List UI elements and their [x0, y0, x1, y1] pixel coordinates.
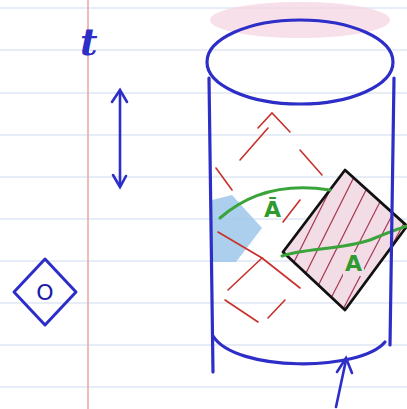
region-label: A: [343, 252, 364, 276]
pointer-arrow: [336, 358, 352, 407]
time-arrow: [112, 90, 127, 187]
cylinder: [207, 20, 394, 372]
diamond-border: [14, 259, 76, 325]
node-label: O: [36, 280, 53, 305]
green-slices: [220, 188, 407, 256]
axis-label: t: [78, 22, 100, 62]
notebook-lines: [0, 8, 407, 387]
region-label: Ā: [262, 198, 283, 222]
diamond-node: O: [12, 257, 78, 327]
red-light-cones: [216, 113, 322, 322]
hatched-diamond: [283, 170, 407, 315]
